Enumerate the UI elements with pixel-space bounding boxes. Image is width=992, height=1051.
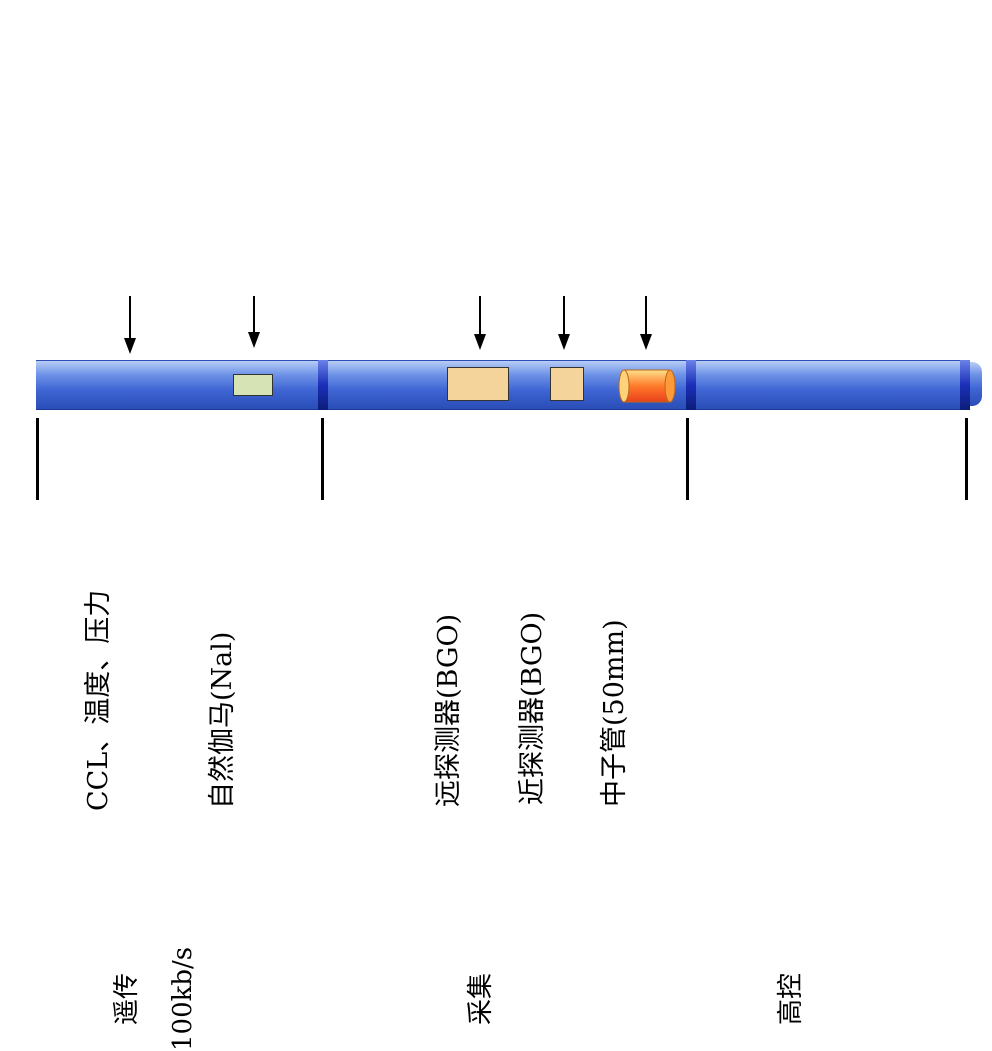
telemetry-label: 遥传 (112, 972, 142, 1025)
tool-joint-2 (686, 360, 696, 410)
section-divider-2 (321, 418, 324, 500)
natural-gamma-label: 自然伽马(Nal) (207, 631, 238, 809)
telemetry-rate-label: 100kb/s (168, 946, 198, 1051)
far-detector-label: 远探测器(BGO) (433, 613, 464, 807)
section-divider-3 (686, 418, 689, 500)
high-voltage-control-label: 高控 (776, 972, 806, 1025)
neutron-tube-label: 中子管(50mm) (599, 619, 630, 807)
natural-gamma-sensor (233, 374, 273, 396)
near-bgo-detector (550, 367, 584, 401)
acquisition-label: 采集 (466, 972, 496, 1025)
section-divider-1 (36, 418, 39, 500)
tool-joint-3 (960, 360, 970, 410)
far-bgo-detector (447, 367, 509, 401)
tool-joint-1 (318, 360, 328, 410)
near-detector-label: 近探测器(BGO) (517, 611, 548, 805)
ccl-temp-pressure-label: CCL、温度、压力 (83, 589, 114, 811)
section-divider-4 (965, 418, 968, 500)
neutron-tube-sensor (618, 368, 676, 404)
